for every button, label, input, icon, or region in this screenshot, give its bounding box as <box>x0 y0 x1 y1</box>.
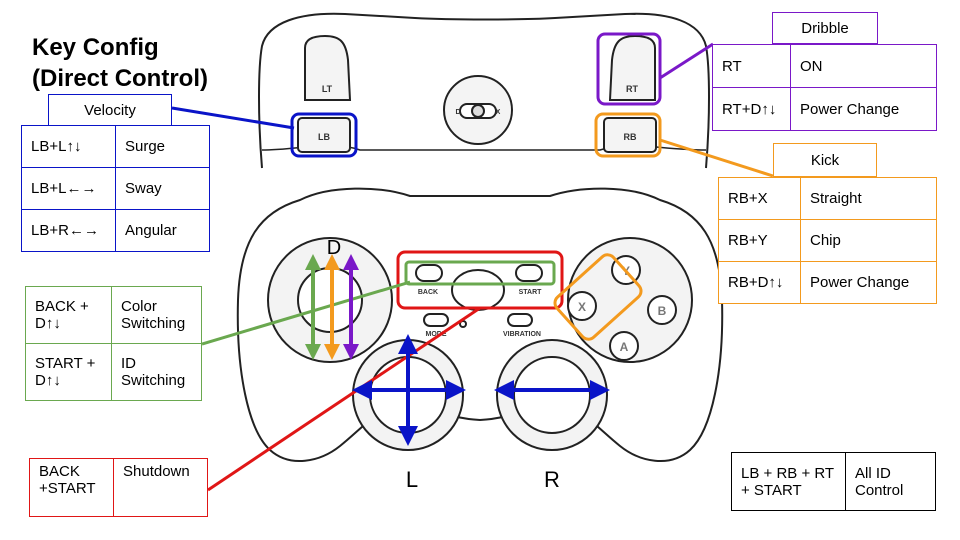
rb-label: RB <box>624 132 637 142</box>
mode-d-label: D <box>455 109 460 116</box>
shutdown-table: BACK +START Shutdown <box>29 458 208 517</box>
action-cell: Surge <box>115 125 210 168</box>
rt-highlight <box>596 32 662 106</box>
action-cell: Chip <box>800 219 937 262</box>
table-row: RT ON <box>712 44 937 88</box>
velocity-table: LB+L↑↓ Surge LB+L←→ Sway LB+R←→ Angular <box>21 125 210 252</box>
dpad-label: D <box>327 237 341 259</box>
kick-connector <box>659 138 774 178</box>
left-stick-label: L <box>406 467 418 492</box>
key-cell: RT <box>712 44 791 88</box>
lb-label: LB <box>318 132 330 142</box>
dribble-header: Dribble <box>772 12 878 44</box>
controller-front-view <box>236 187 724 462</box>
rb-highlight <box>594 112 662 158</box>
mode-label: MODE <box>426 331 447 338</box>
controller-top-view <box>258 12 710 169</box>
action-cell: Angular <box>115 209 210 252</box>
table-row: START + D↑↓ ID Switching <box>25 343 202 401</box>
dribble-connector <box>659 42 714 80</box>
title-line-1: Key Config <box>32 34 159 61</box>
action-cell: ID Switching <box>111 343 202 401</box>
action-cell: Sway <box>115 167 210 210</box>
back-label: BACK <box>418 289 438 296</box>
table-row: LB + RB + RT + START All ID Control <box>731 452 936 511</box>
action-cell: ON <box>790 44 937 88</box>
shutdown-connector <box>207 306 481 492</box>
b-button-label: B <box>658 304 667 318</box>
action-cell: Power Change <box>800 261 937 304</box>
table-row: LB+L←→ Sway <box>21 167 210 210</box>
rt-label: RT <box>626 84 638 94</box>
velocity-header: Velocity <box>48 94 172 126</box>
action-cell: Shutdown <box>113 458 208 517</box>
key-cell: RB+Y <box>718 219 801 262</box>
table-row: LB+L↑↓ Surge <box>21 125 210 168</box>
table-row: BACK + D↑↓ Color Switching <box>25 286 202 344</box>
kick-header: Kick <box>773 143 877 177</box>
xy-highlight <box>553 253 643 341</box>
action-cell: Straight <box>800 177 937 220</box>
a-button-label: A <box>620 340 629 354</box>
key-cell: START + D↑↓ <box>25 343 112 401</box>
velocity-connector <box>171 106 295 130</box>
table-row: RB+D↑↓ Power Change <box>718 261 937 304</box>
key-cell: LB+R←→ <box>21 209 116 252</box>
table-row: RT+D↑↓ Power Change <box>712 87 937 131</box>
color-id-table: BACK + D↑↓ Color Switching START + D↑↓ I… <box>25 286 202 401</box>
table-row: RB+Y Chip <box>718 219 937 262</box>
table-row: RB+X Straight <box>718 177 937 220</box>
right-stick-label: R <box>544 467 560 492</box>
start-label: START <box>519 289 543 296</box>
table-row: LB+R←→ Angular <box>21 209 210 252</box>
key-cell: LB+L↑↓ <box>21 125 116 168</box>
key-cell: LB+L←→ <box>21 167 116 210</box>
table-row: BACK +START Shutdown <box>29 458 208 517</box>
action-cell: Color Switching <box>111 286 202 344</box>
key-cell: BACK +START <box>29 458 114 517</box>
vibration-label: VIBRATION <box>503 331 541 338</box>
dribble-table: RT ON RT+D↑↓ Power Change <box>712 44 937 131</box>
key-cell: BACK + D↑↓ <box>25 286 112 344</box>
key-cell: RB+X <box>718 177 801 220</box>
kick-table: RB+X Straight RB+Y Chip RB+D↑↓ Power Cha… <box>718 177 937 304</box>
all-id-table: LB + RB + RT + START All ID Control <box>731 452 936 511</box>
page-title: Key Config (Direct Control) <box>32 32 208 94</box>
key-cell: RB+D↑↓ <box>718 261 801 304</box>
back-start-inner-highlight <box>404 260 556 286</box>
key-cell: LB + RB + RT + START <box>731 452 846 511</box>
action-cell: Power Change <box>790 87 937 131</box>
lb-highlight <box>290 112 358 158</box>
x-button-label: X <box>578 300 586 314</box>
lt-label: LT <box>322 84 333 94</box>
mode-x-label: X <box>496 109 501 116</box>
action-cell: All ID Control <box>845 452 936 511</box>
title-line-2: (Direct Control) <box>32 65 208 92</box>
key-cell: RT+D↑↓ <box>712 87 791 131</box>
